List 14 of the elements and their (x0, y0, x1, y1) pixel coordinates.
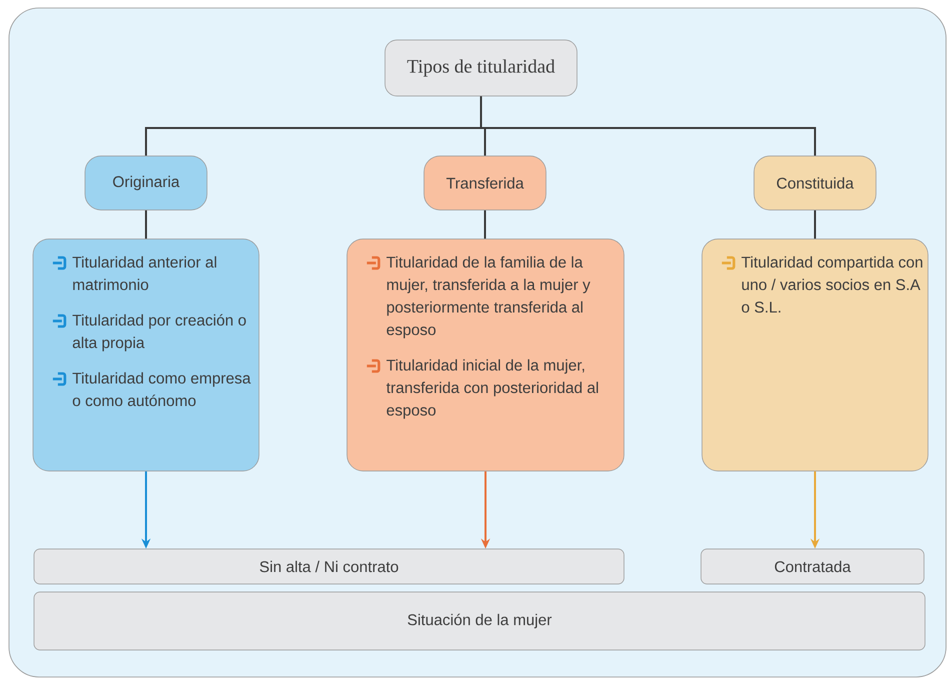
connector-line (480, 96, 816, 156)
title-box: Tipos de titularidad (384, 40, 578, 96)
list-box: Titularidad anterior al matrimonio Titularidad por creación o alta propia Titularidad como empresa o como autónomo (32, 238, 260, 472)
list-box: Titularidad de la familia de la mujer, transferida a la mujer y posteriormente transferida al esposo Titularidad inicial de la mujer, transferida con posterioridad al esposo (346, 238, 624, 472)
category-box: Originaria (84, 156, 208, 210)
connector-line (814, 210, 816, 239)
category-box: Transferida (424, 156, 546, 210)
status-bar: Situación de la mujer (34, 592, 926, 650)
connector-line (484, 210, 486, 239)
list-box: Titularidad compartida con uno / varios socios en S.A o S.L. (702, 238, 928, 472)
status-bar: Contratada (700, 548, 924, 584)
status-bar: Sin alta / Ni contrato (34, 548, 624, 584)
connector-line (145, 210, 147, 239)
category-box: Constituida (754, 156, 876, 210)
